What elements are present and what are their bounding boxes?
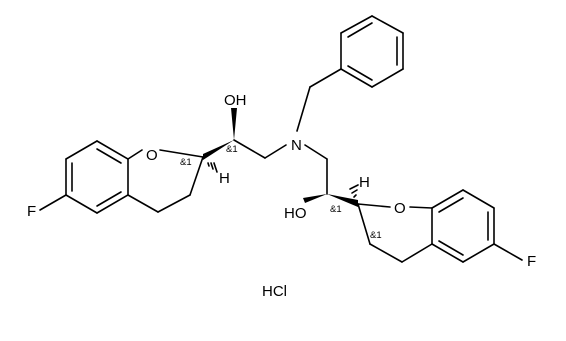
atom-f-left: F bbox=[27, 203, 36, 220]
bond bbox=[157, 194, 191, 213]
wedge-bond bbox=[303, 194, 327, 203]
bond bbox=[96, 140, 129, 160]
bond bbox=[369, 243, 403, 263]
bond bbox=[340, 15, 373, 34]
atom-h-right: H bbox=[359, 174, 370, 191]
bond bbox=[304, 144, 328, 160]
bond bbox=[65, 194, 98, 214]
atom-ho-right: HO bbox=[284, 205, 307, 222]
wedge-bond bbox=[327, 194, 358, 207]
benzyl-phenyl-ring bbox=[340, 15, 404, 88]
stereo-label: &1 bbox=[180, 157, 192, 168]
bond bbox=[431, 189, 464, 209]
bond bbox=[39, 194, 67, 211]
bond bbox=[409, 206, 433, 209]
bond bbox=[309, 68, 342, 88]
hashed-bond bbox=[349, 184, 359, 198]
left-benzene-ring bbox=[65, 140, 129, 214]
wedge-bond bbox=[231, 108, 237, 140]
bond bbox=[462, 243, 495, 263]
wedge-bond bbox=[203, 140, 234, 160]
atom-n: N bbox=[291, 137, 302, 154]
atom-o-left-ring: O bbox=[146, 147, 158, 164]
right-benzene-ring bbox=[431, 189, 495, 263]
double-bond bbox=[438, 197, 464, 213]
stereo-label: &1 bbox=[330, 204, 342, 215]
bond bbox=[264, 144, 287, 159]
double-bond bbox=[347, 22, 373, 38]
bond bbox=[357, 203, 371, 245]
bond bbox=[189, 156, 204, 196]
bond bbox=[233, 139, 266, 159]
bond bbox=[431, 243, 464, 263]
bond bbox=[493, 243, 523, 261]
double-bond bbox=[347, 65, 373, 81]
bond bbox=[371, 68, 404, 88]
bond bbox=[357, 203, 391, 208]
bond bbox=[401, 243, 433, 263]
bond bbox=[462, 189, 495, 209]
atom-f-right: F bbox=[527, 253, 536, 270]
bond bbox=[296, 86, 311, 132]
double-bond bbox=[438, 240, 464, 256]
atom-oh-left: OH bbox=[224, 92, 247, 109]
stereo-label: &1 bbox=[370, 230, 382, 241]
bond bbox=[340, 68, 373, 88]
atom-o-right-ring: O bbox=[394, 200, 406, 217]
atom-h-left: H bbox=[219, 170, 230, 187]
double-bond bbox=[96, 148, 122, 164]
bond bbox=[65, 140, 98, 160]
bond bbox=[127, 194, 159, 213]
salt-label: HCl bbox=[262, 283, 287, 300]
bond bbox=[371, 15, 404, 34]
bond bbox=[159, 149, 204, 158]
double-bond bbox=[96, 191, 122, 207]
bond bbox=[127, 149, 143, 160]
stereo-label: &1 bbox=[226, 144, 238, 155]
bond bbox=[96, 194, 129, 214]
hashed-bond bbox=[207, 162, 218, 173]
